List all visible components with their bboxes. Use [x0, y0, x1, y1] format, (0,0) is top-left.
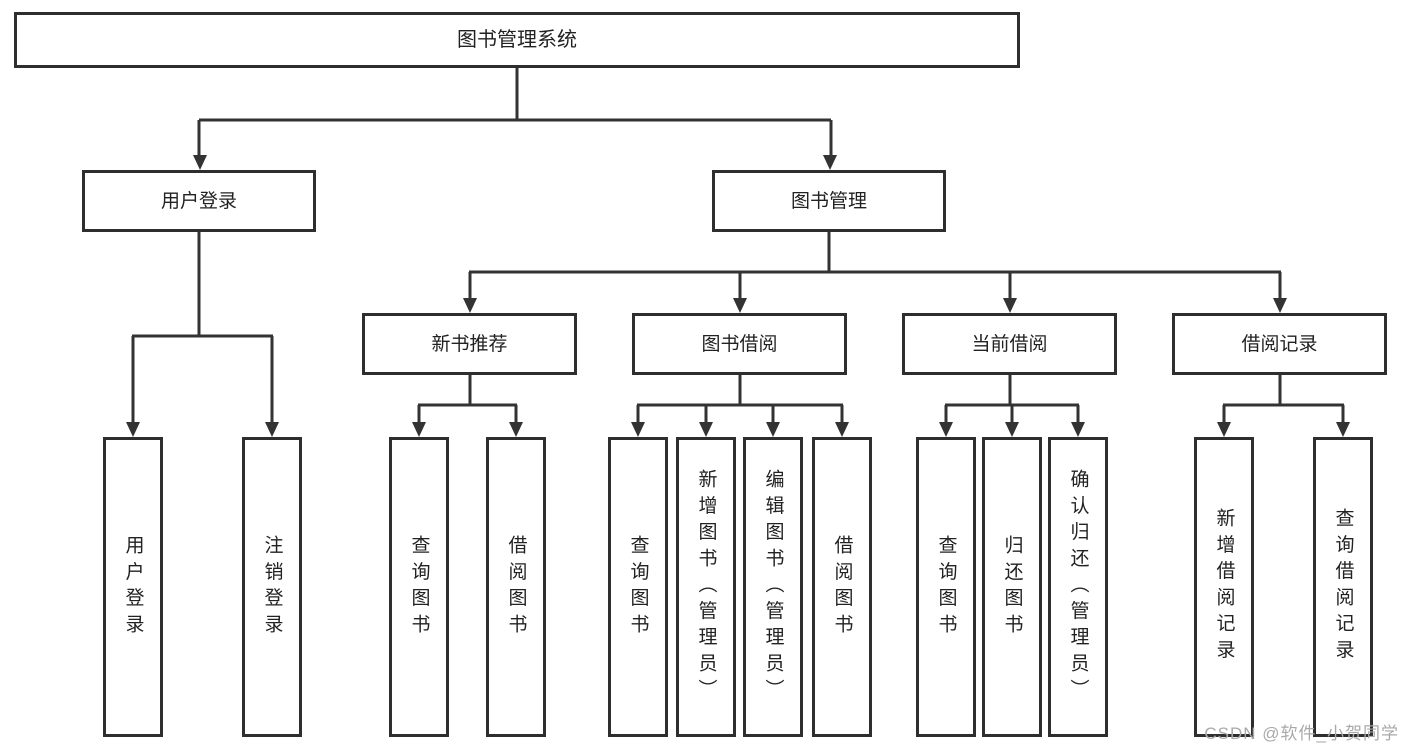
node-library-management-system: 图书管理系统 — [14, 12, 1020, 68]
node-borrowing-records: 借阅记录 — [1172, 313, 1387, 375]
leaf-query-books-current: 查询图书 — [916, 437, 976, 737]
node-label: 新书推荐 — [431, 333, 508, 355]
node-current-borrowing: 当前借阅 — [902, 313, 1117, 375]
node-label: 图书借阅 — [701, 333, 778, 355]
node-label: 查询借阅记录 — [1332, 508, 1354, 666]
node-label: 确认归还（管理员） — [1067, 469, 1089, 705]
node-label: 注销登录 — [261, 534, 283, 640]
leaf-add-books-admin: 新增图书（管理员） — [676, 437, 736, 737]
leaf-query-books-borrow: 查询图书 — [608, 437, 668, 737]
node-label: 归还图书 — [1001, 534, 1023, 640]
leaf-logout: 注销登录 — [242, 437, 302, 737]
leaf-borrow-books-recommend: 借阅图书 — [486, 437, 546, 737]
node-book-borrowing: 图书借阅 — [632, 313, 847, 375]
leaf-return-books: 归还图书 — [982, 437, 1042, 737]
node-label: 借阅图书 — [831, 534, 853, 640]
leaf-add-borrow-record: 新增借阅记录 — [1194, 437, 1254, 737]
node-label: 图书管理 — [790, 190, 867, 212]
node-label: 用户登录 — [160, 190, 237, 212]
watermark: CSDN @软件_小贺同学 — [1204, 724, 1399, 743]
node-label: 借阅记录 — [1241, 333, 1318, 355]
node-label: 用户登录 — [122, 534, 144, 640]
node-new-book-recommendation: 新书推荐 — [362, 313, 577, 375]
node-label: 借阅图书 — [505, 534, 527, 640]
node-label: 图书管理系统 — [457, 29, 577, 51]
node-label: 查询图书 — [627, 534, 649, 640]
leaf-borrow-books: 借阅图书 — [812, 437, 872, 737]
node-book-management: 图书管理 — [712, 170, 946, 232]
leaf-edit-books-admin: 编辑图书（管理员） — [743, 437, 803, 737]
node-label: 当前借阅 — [971, 333, 1048, 355]
leaf-query-books-recommend: 查询图书 — [389, 437, 449, 737]
node-label: 新增图书（管理员） — [695, 469, 717, 705]
node-label: 编辑图书（管理员） — [762, 469, 784, 705]
node-user-login: 用户登录 — [82, 170, 316, 232]
node-label: 查询图书 — [408, 534, 430, 640]
leaf-confirm-return-admin: 确认归还（管理员） — [1048, 437, 1108, 737]
leaf-user-login: 用户登录 — [103, 437, 163, 737]
node-label: 新增借阅记录 — [1213, 508, 1235, 666]
leaf-query-borrow-record: 查询借阅记录 — [1313, 437, 1373, 737]
node-label: 查询图书 — [935, 534, 957, 640]
